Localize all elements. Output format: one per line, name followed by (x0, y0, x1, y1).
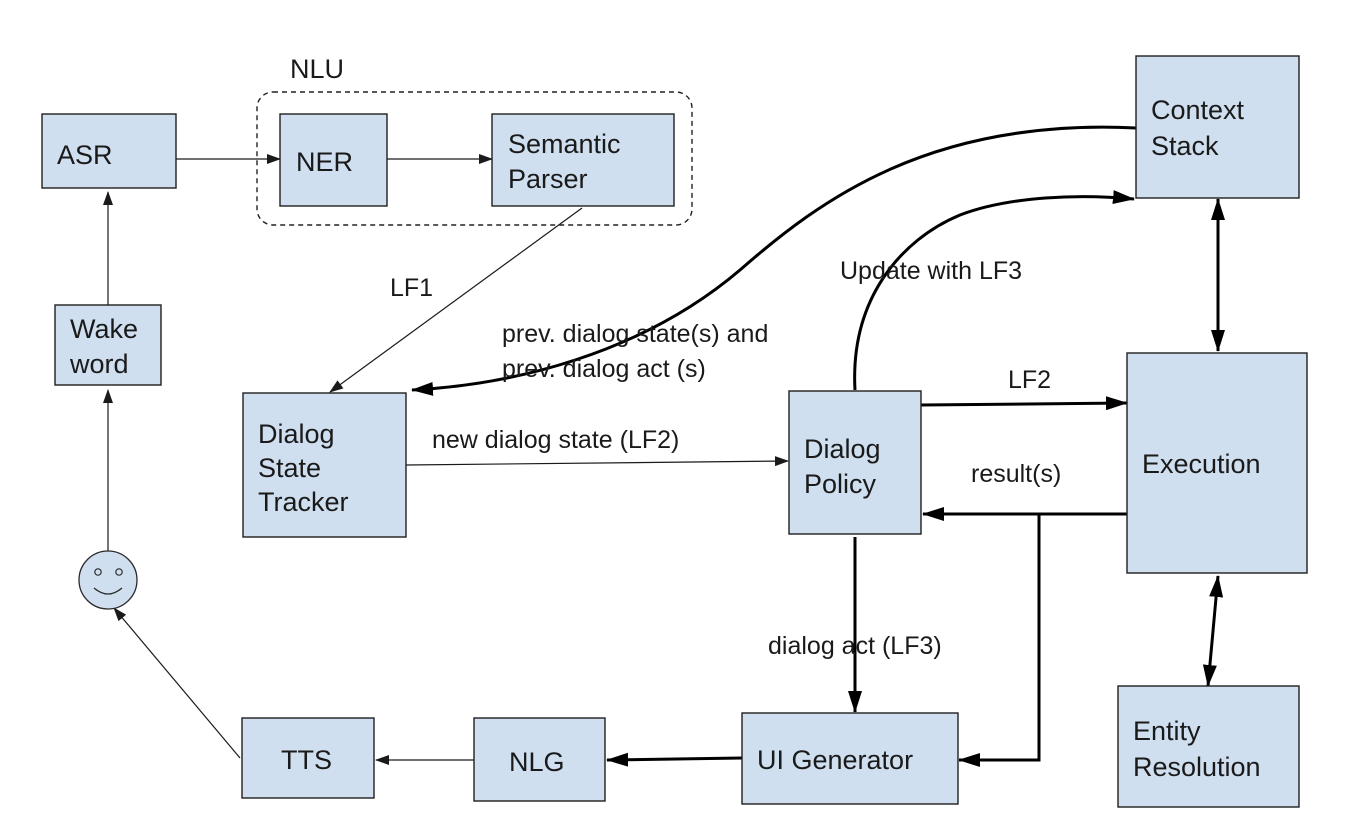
node-asr-label: ASR (57, 140, 113, 170)
nlu-group-label: NLU (290, 54, 344, 84)
edge-dialog-policy-to-context-stack (853, 190, 1135, 391)
edge-ui-generator-to-nlg (606, 752, 743, 767)
label-lf2: LF2 (1008, 366, 1051, 394)
node-dialog-policy-line2: Policy (804, 469, 877, 499)
node-dialog-policy-line1: Dialog (804, 434, 881, 464)
node-nlg: NLG (473, 717, 606, 802)
label-new-dialog-state: new dialog state (LF2) (432, 426, 679, 454)
node-context-stack: Context Stack (1135, 55, 1300, 199)
edge-labels: LF1 prev. dialog state(s) and prev. dial… (390, 257, 1061, 660)
node-context-stack-line1: Context (1151, 95, 1245, 125)
node-dialog-state-tracker-line3: Tracker (258, 487, 349, 517)
label-dialog-act: dialog act (LF3) (768, 632, 942, 660)
node-semantic-parser-line1: Semantic (508, 129, 621, 159)
node-ner-label: NER (296, 147, 353, 177)
label-update-with-lf3: Update with LF3 (840, 257, 1022, 285)
node-wake-word: Wake word (54, 304, 162, 386)
node-dialog-state-tracker: Dialog State Tracker (242, 392, 407, 538)
node-tts: TTS (241, 717, 375, 799)
label-results: result(s) (971, 460, 1061, 488)
label-lf1: LF1 (390, 274, 433, 302)
node-ner: NER (279, 113, 388, 207)
node-context-stack-line2: Stack (1151, 131, 1219, 161)
smiley-face-icon (78, 550, 138, 610)
node-wake-word-line1: Wake (70, 314, 138, 344)
node-semantic-parser-line2: Parser (508, 164, 588, 194)
node-execution: Execution (1126, 352, 1308, 574)
edge-dialog-state-tracker-to-dialog-policy (405, 456, 789, 467)
node-semantic-parser: Semantic Parser (491, 113, 675, 207)
node-wake-word-line2: word (69, 349, 129, 379)
edge-execution-entity-resolution (1202, 575, 1224, 687)
node-entity-resolution-line1: Entity (1133, 716, 1201, 746)
edge-semantic-parser-to-dialog-state-tracker (329, 207, 583, 393)
node-entity-resolution: Entity Resolution (1117, 685, 1300, 808)
node-dialog-state-tracker-line2: State (258, 453, 321, 483)
nlu-group: NLU (256, 54, 693, 226)
node-nlg-label: NLG (509, 747, 565, 777)
edge-tts-to-user (113, 607, 241, 759)
node-asr: ASR (41, 113, 177, 189)
label-prev-dialog-state: prev. dialog state(s) and (502, 320, 768, 348)
edge-execution-to-ui-generator (958, 514, 1041, 767)
node-ui-generator: UI Generator (741, 712, 959, 805)
node-execution-label: Execution (1142, 449, 1261, 479)
node-dialog-policy: Dialog Policy (788, 390, 922, 535)
node-ui-generator-label: UI Generator (757, 745, 913, 775)
edges (103, 125, 1225, 767)
edge-dialog-policy-to-execution (920, 396, 1128, 411)
node-tts-label: TTS (281, 745, 332, 775)
node-dialog-state-tracker-line1: Dialog (258, 419, 335, 449)
label-prev-dialog-act: prev. dialog act (s) (502, 355, 706, 383)
node-entity-resolution-line2: Resolution (1133, 752, 1261, 782)
edge-context-stack-to-dialog-state-tracker (411, 125, 1137, 396)
